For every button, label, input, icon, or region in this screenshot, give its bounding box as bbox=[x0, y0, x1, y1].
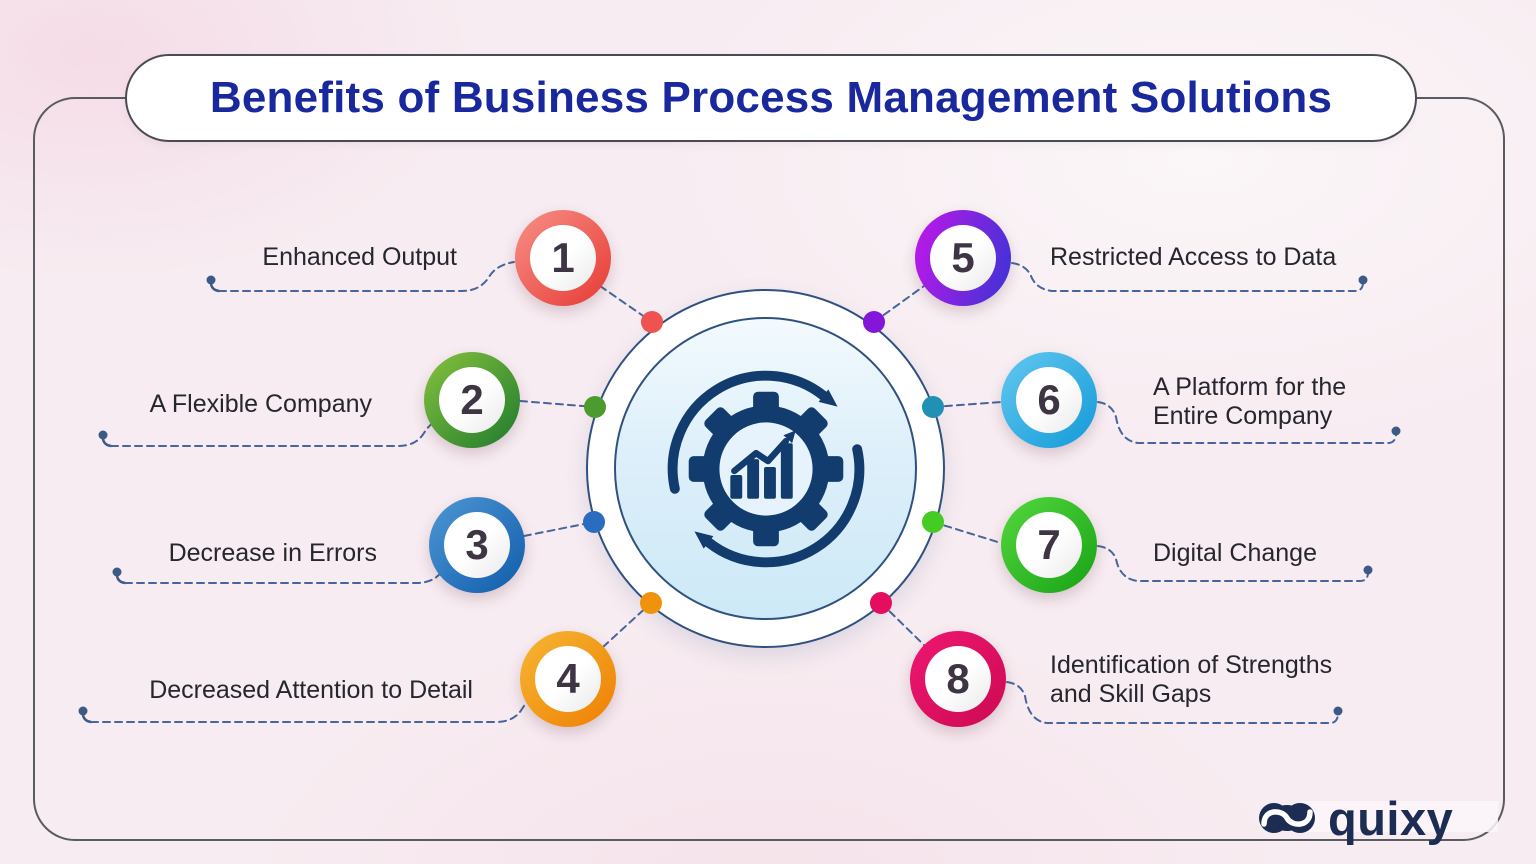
benefit-circle-3: 3 bbox=[429, 497, 525, 593]
benefit-number-5: 5 bbox=[951, 234, 975, 281]
connector-item-5 bbox=[873, 262, 1368, 323]
benefit-circle-4: 4 bbox=[520, 631, 616, 727]
page-title: Benefits of Business Process Management … bbox=[209, 73, 1333, 122]
benefit-label-8: Identification of Strengths and Skill Ga… bbox=[1050, 651, 1333, 708]
central-hub-inner bbox=[614, 317, 917, 620]
connector-item-6 bbox=[932, 401, 1401, 444]
logo-text: quixy bbox=[1328, 791, 1454, 845]
title-pill: Benefits of Business Process Management … bbox=[125, 54, 1417, 142]
benefit-number-8: 8 bbox=[946, 655, 970, 702]
benefit-label-4: Decreased Attention to Detail bbox=[149, 676, 473, 704]
benefit-circle-8: 8 bbox=[910, 631, 1006, 727]
connector-item-2 bbox=[98, 400, 596, 448]
benefit-circle-5: 5 bbox=[915, 210, 1011, 306]
gear-analytics-cycle-icon bbox=[667, 370, 864, 567]
benefit-number-1: 1 bbox=[551, 234, 575, 281]
benefit-number-4: 4 bbox=[556, 655, 580, 702]
infinity-icon bbox=[1259, 803, 1315, 833]
benefit-label-2: A Flexible Company bbox=[149, 390, 372, 418]
connector-item-7 bbox=[932, 521, 1373, 582]
benefit-label-3: Decrease in Errors bbox=[168, 539, 377, 567]
benefit-label-6: A Platform for the Entire Company bbox=[1153, 373, 1347, 430]
benefit-label-1: Enhanced Output bbox=[262, 243, 457, 271]
benefit-number-6: 6 bbox=[1037, 376, 1061, 423]
benefit-circle-2: 2 bbox=[424, 352, 520, 448]
benefit-circle-7: 7 bbox=[1001, 497, 1097, 593]
connector-item-8 bbox=[880, 602, 1343, 724]
bar-chart-glyph bbox=[729, 442, 793, 499]
central-hub-circle bbox=[586, 289, 945, 648]
connector-item-3 bbox=[112, 521, 595, 585]
benefit-circle-1: 1 bbox=[515, 210, 611, 306]
benefit-label-5: Restricted Access to Data bbox=[1050, 243, 1337, 271]
benefit-circle-6: 6 bbox=[1001, 352, 1097, 448]
benefit-number-7: 7 bbox=[1037, 521, 1061, 568]
benefit-number-3: 3 bbox=[465, 521, 489, 568]
benefit-number-2: 2 bbox=[460, 376, 484, 423]
logo-background-band bbox=[1302, 801, 1498, 832]
benefit-label-7: Digital Change bbox=[1153, 539, 1317, 567]
quixy-logo: quixy bbox=[1254, 788, 1453, 848]
